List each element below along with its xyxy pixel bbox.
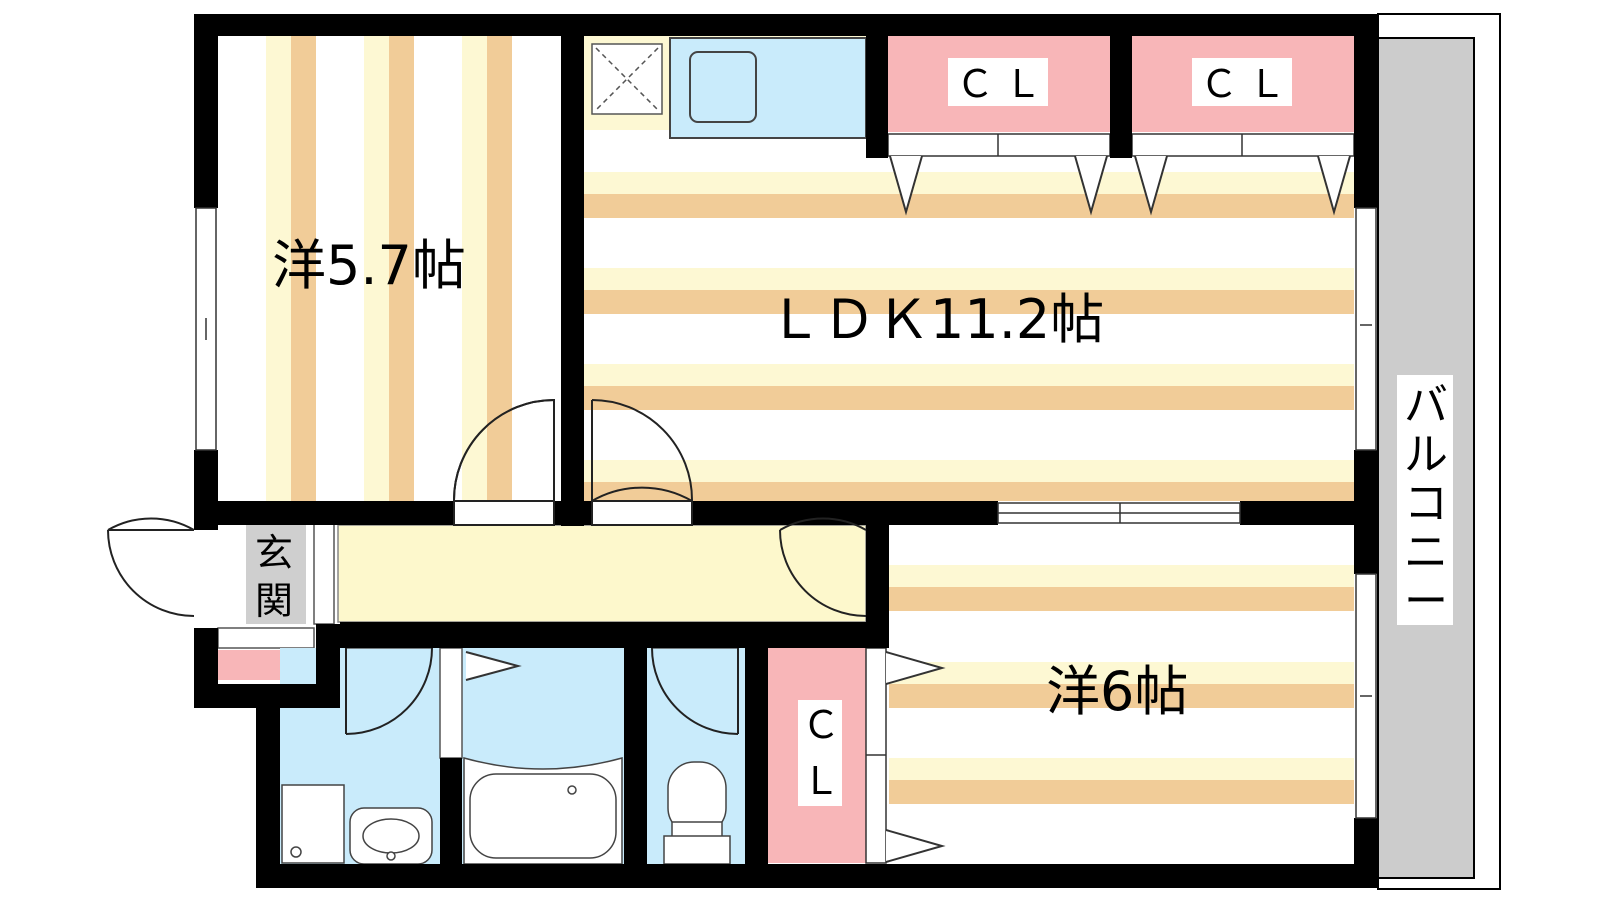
room-western-6 — [889, 525, 1354, 865]
closet-label-1: ＣＬ — [956, 62, 1052, 106]
room-western-5-7 — [218, 36, 561, 501]
balcony-label-3: コ — [1404, 478, 1448, 529]
balcony-label-4: ニ — [1404, 527, 1448, 578]
doors — [107, 398, 867, 735]
bathroom — [439, 647, 624, 865]
closet-upper-right — [1131, 36, 1355, 216]
washbasin-icon — [349, 807, 433, 865]
room-label-western-6: 洋6帖 — [1046, 660, 1188, 723]
entrance-label-1: 玄 — [255, 531, 293, 575]
balcony — [1377, 13, 1501, 890]
hallway — [337, 524, 867, 623]
closet-label-2: ＣＬ — [1200, 62, 1296, 106]
closet-upper-left — [887, 36, 1111, 216]
balcony-label-2: ル — [1404, 429, 1448, 480]
room-label-ldk: ＬＤＫ11.2帖 — [768, 288, 1104, 351]
windows — [195, 207, 1377, 819]
entrance — [217, 523, 335, 680]
balcony-label-1: バ — [1404, 380, 1448, 431]
toilet-icon — [663, 761, 731, 865]
kitchen — [584, 36, 869, 139]
toilet-room — [647, 629, 745, 865]
closet-label-3b: Ｌ — [802, 759, 840, 803]
balcony-label-5: ー — [1404, 576, 1448, 627]
walls — [194, 14, 1378, 888]
closet-label-3a: Ｃ — [802, 703, 840, 747]
entrance-label-2: 関 — [255, 579, 293, 623]
bathtub-icon — [463, 757, 623, 865]
room-label-western-5-7: 洋5.7帖 — [272, 234, 466, 297]
closet-lower — [768, 647, 946, 864]
washroom — [280, 629, 440, 865]
